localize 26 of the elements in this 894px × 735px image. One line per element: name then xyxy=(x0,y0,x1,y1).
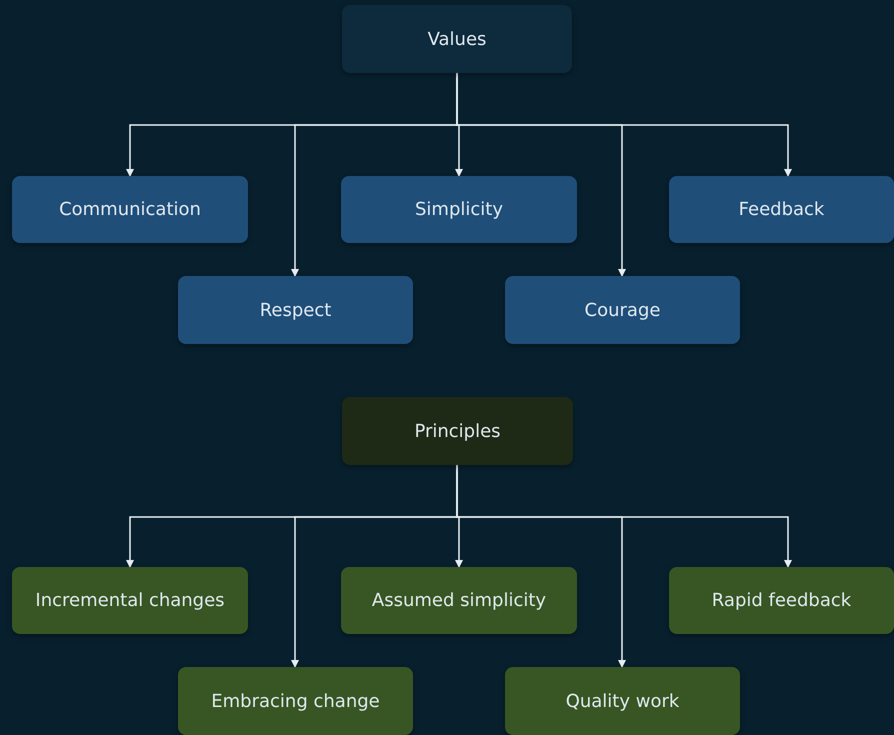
process-box xyxy=(341,176,577,243)
process-box xyxy=(178,667,413,735)
process-box xyxy=(12,567,248,634)
process-box xyxy=(669,567,894,634)
process-box xyxy=(669,176,894,243)
node-label: Incremental changes xyxy=(35,589,225,613)
process-box xyxy=(341,567,577,634)
arrow xyxy=(456,73,792,177)
node-label: Rapid feedback xyxy=(712,589,852,613)
node-label: Respect xyxy=(260,298,332,322)
node-label: Courage xyxy=(584,298,660,322)
process-box xyxy=(12,176,248,243)
node-label: Embracing change xyxy=(211,690,380,714)
node-label: Quality work xyxy=(566,690,680,714)
arrow xyxy=(456,465,792,568)
process-box xyxy=(342,5,572,73)
node-label: Simplicity xyxy=(415,198,503,222)
node-label: Values xyxy=(428,28,486,52)
process-box xyxy=(342,397,573,465)
node-label: Assumed simplicity xyxy=(372,589,546,613)
process-box xyxy=(178,276,413,344)
node-label: Communication xyxy=(59,198,201,222)
node-label: Principles xyxy=(414,420,501,444)
process-box xyxy=(505,667,740,735)
process-box xyxy=(505,276,740,344)
node-label: Feedback xyxy=(738,198,824,222)
